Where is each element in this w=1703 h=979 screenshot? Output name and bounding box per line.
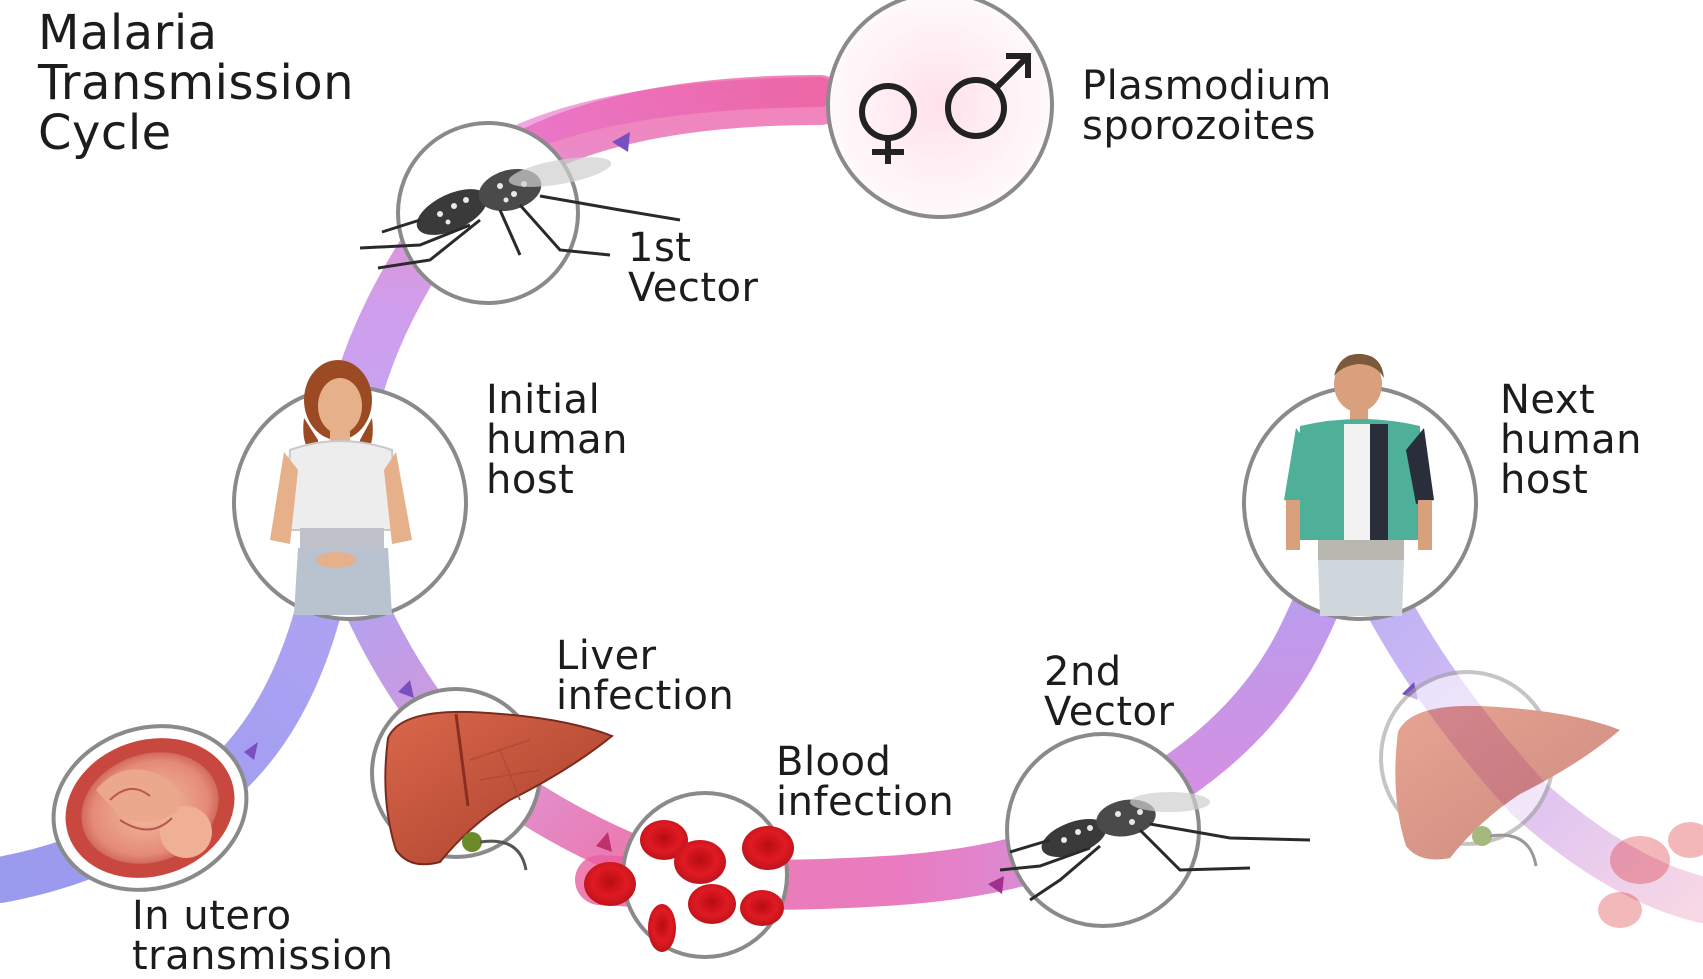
blood-label-line-1: Blood bbox=[776, 742, 954, 782]
in-utero-label: In utero transmission bbox=[132, 896, 394, 976]
first-vector-label: 1st Vector bbox=[628, 228, 758, 308]
next-host-node bbox=[1244, 354, 1476, 619]
second-vector-label-line-1: 2nd bbox=[1044, 652, 1174, 692]
initial-host-label: Initial human host bbox=[486, 380, 628, 500]
next-host-label: Next human host bbox=[1500, 380, 1642, 500]
sporozoites-label-line-1: Plasmodium bbox=[1082, 66, 1332, 106]
initial-host-label-line-3: host bbox=[486, 460, 628, 500]
initial-host-label-line-1: Initial bbox=[486, 380, 628, 420]
sporozoites-node bbox=[828, 0, 1052, 217]
title-line-3: Cycle bbox=[38, 108, 354, 158]
second-vector-label-line-2: Vector bbox=[1044, 692, 1174, 732]
liver-label-line-2: infection bbox=[556, 676, 734, 716]
next-host-label-line-3: host bbox=[1500, 460, 1642, 500]
second-vector-node bbox=[1000, 734, 1310, 926]
in-utero-label-line-1: In utero bbox=[132, 896, 394, 936]
diagram-title: Malaria Transmission Cycle bbox=[38, 8, 354, 158]
blood-node bbox=[584, 793, 794, 957]
second-vector-label: 2nd Vector bbox=[1044, 652, 1174, 732]
first-vector-label-line-2: Vector bbox=[628, 268, 758, 308]
blood-label: Blood infection bbox=[776, 742, 954, 822]
initial-host-node bbox=[234, 360, 466, 619]
title-line-1: Malaria bbox=[38, 8, 354, 58]
liver-label: Liver infection bbox=[556, 636, 734, 716]
blood-label-line-2: infection bbox=[776, 782, 954, 822]
next-host-label-line-2: human bbox=[1500, 420, 1642, 460]
initial-host-label-line-2: human bbox=[486, 420, 628, 460]
title-line-2: Transmission bbox=[38, 58, 354, 108]
first-vector-label-line-1: 1st bbox=[628, 228, 758, 268]
next-host-label-line-1: Next bbox=[1500, 380, 1642, 420]
sporozoites-label: Plasmodium sporozoites bbox=[1082, 66, 1332, 146]
liver-label-line-1: Liver bbox=[556, 636, 734, 676]
in-utero-label-line-2: transmission bbox=[132, 936, 394, 976]
sporozoites-label-line-2: sporozoites bbox=[1082, 106, 1332, 146]
